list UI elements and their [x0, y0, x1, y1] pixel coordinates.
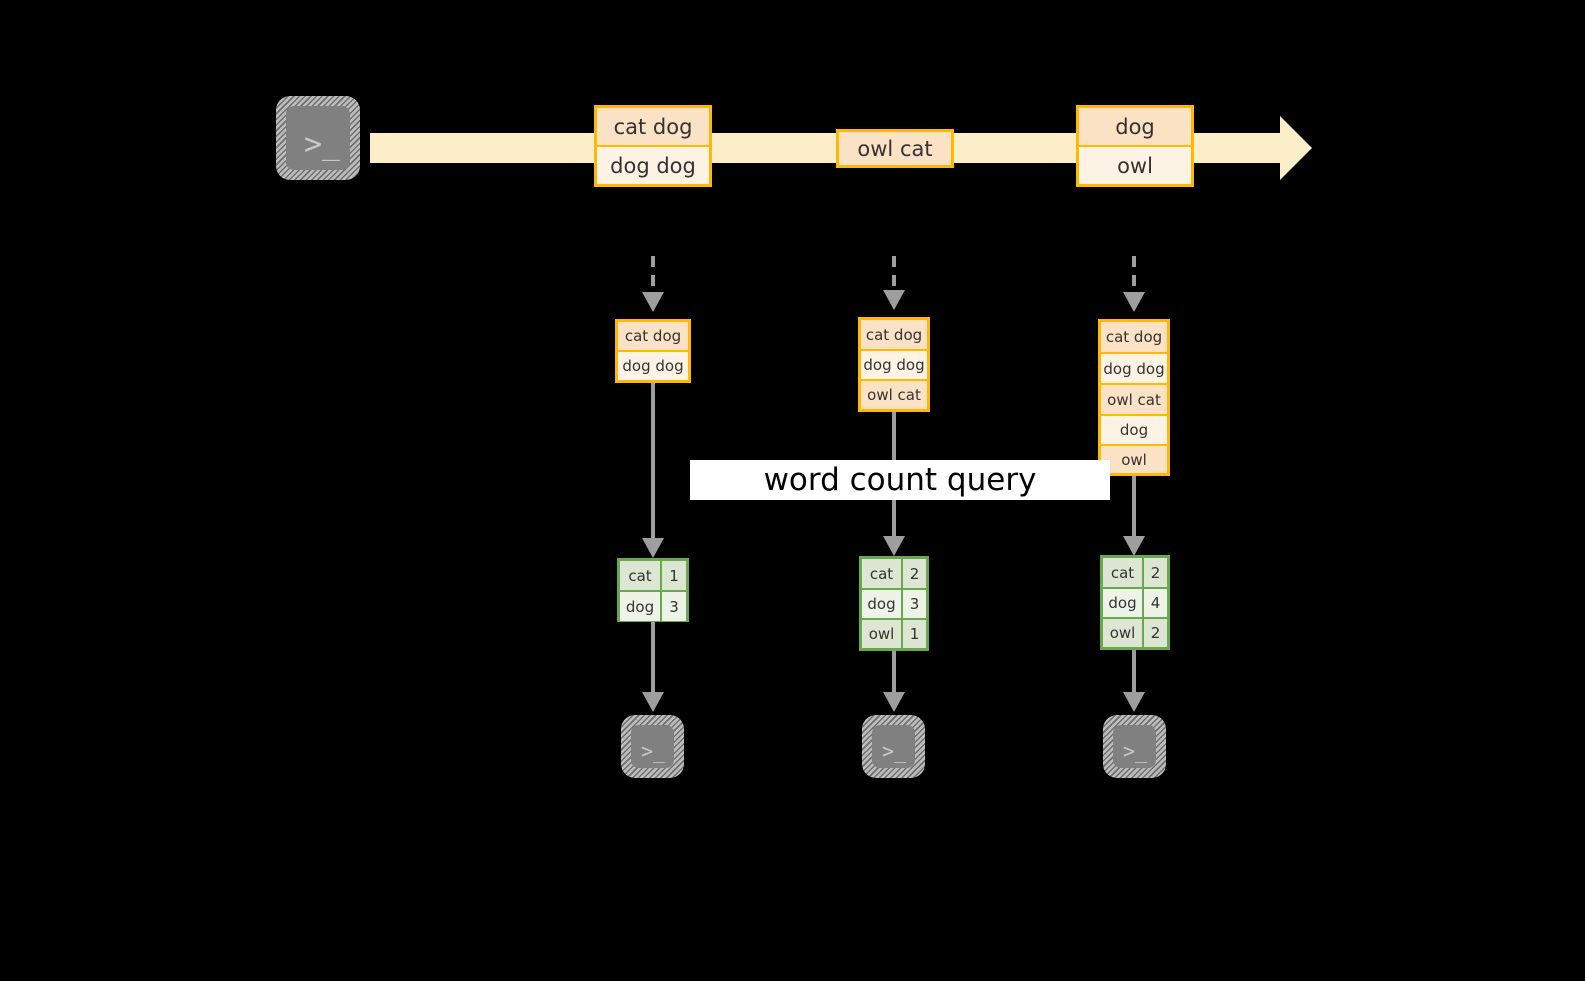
table-row: dog 3 — [862, 590, 926, 620]
arrow-down-icon — [642, 538, 664, 558]
arrow-down-icon — [883, 692, 905, 712]
stream-message-line: dog — [1079, 108, 1191, 147]
arrow-down-icon — [642, 692, 664, 712]
stream-to-state-connector — [1132, 256, 1136, 294]
arrow-down-icon — [1123, 692, 1145, 712]
word-count-result-table: cat 1 dog 3 — [617, 558, 689, 622]
table-cell-word: cat — [620, 561, 662, 590]
query-label: word count query — [690, 460, 1110, 500]
stream-message-line: owl cat — [839, 132, 951, 165]
table-cell-count: 1 — [662, 561, 686, 590]
terminal-prompt-glyph: >_ — [304, 127, 341, 162]
table-cell-word: dog — [620, 592, 662, 621]
terminal-body — [1113, 725, 1156, 768]
table-row: dog 4 — [1103, 589, 1167, 619]
state-buffer-line: dog dog — [861, 351, 927, 381]
state-buffer-line: cat dog — [861, 320, 927, 351]
dashed-arrow-down-icon — [1123, 292, 1145, 312]
result-to-consumer-connector — [1132, 650, 1136, 694]
state-buffer-line: dog dog — [618, 352, 688, 380]
dashed-arrow-down-icon — [642, 292, 664, 312]
consumer-terminal-icon: >_ — [621, 715, 684, 778]
terminal-prompt-glyph: >_ — [1123, 739, 1148, 763]
result-to-consumer-connector — [892, 651, 896, 694]
state-to-result-connector — [651, 383, 655, 540]
state-buffer-line: dog — [1101, 416, 1167, 446]
table-cell-word: owl — [1103, 619, 1144, 647]
terminal-prompt-glyph: >_ — [641, 739, 666, 763]
stream-message: owl cat — [836, 129, 954, 168]
stream-to-state-connector — [892, 256, 896, 294]
terminal-body — [631, 725, 674, 768]
state-to-result-connector — [1132, 476, 1136, 538]
arrow-down-icon — [1123, 536, 1145, 556]
consumer-terminal-icon: >_ — [862, 715, 925, 778]
terminal-body — [872, 725, 915, 768]
table-row: owl 2 — [1103, 619, 1167, 647]
table-cell-count: 1 — [903, 620, 926, 648]
table-cell-word: dog — [862, 590, 903, 618]
state-buffer-line: owl cat — [1101, 385, 1167, 416]
stream-message-line: cat dog — [597, 108, 709, 147]
state-buffer: cat dog dog dog owl cat — [858, 317, 930, 412]
table-cell-word: cat — [1103, 558, 1144, 587]
table-cell-count: 2 — [903, 559, 926, 588]
word-count-result-table: cat 2 dog 4 owl 2 — [1100, 555, 1170, 650]
table-cell-word: dog — [1103, 589, 1144, 617]
stream-message-line: dog dog — [597, 147, 709, 184]
state-buffer-line: dog dog — [1101, 354, 1167, 385]
table-cell-count: 2 — [1144, 619, 1167, 647]
arrow-right-icon — [1280, 116, 1312, 180]
stream-message: cat dog dog dog — [594, 105, 712, 187]
state-buffer-line: cat dog — [1101, 322, 1167, 354]
table-cell-word: cat — [862, 559, 903, 588]
state-buffer: cat dog dog dog — [615, 319, 691, 383]
table-cell-count: 2 — [1144, 558, 1167, 587]
table-cell-count: 3 — [903, 590, 926, 618]
arrow-down-icon — [883, 536, 905, 556]
stream-to-state-connector — [651, 256, 655, 294]
producer-terminal-icon: >_ — [276, 96, 360, 180]
word-count-result-table: cat 2 dog 3 owl 1 — [859, 556, 929, 651]
state-buffer: cat dog dog dog owl cat dog owl — [1098, 319, 1170, 476]
table-cell-word: owl — [862, 620, 903, 648]
table-row: cat 1 — [620, 561, 686, 592]
dashed-arrow-down-icon — [883, 290, 905, 310]
result-to-consumer-connector — [651, 622, 655, 694]
terminal-body — [286, 106, 350, 170]
consumer-terminal-icon: >_ — [1103, 715, 1166, 778]
state-buffer-line: owl cat — [861, 381, 927, 409]
table-cell-count: 4 — [1144, 589, 1167, 617]
table-row: owl 1 — [862, 620, 926, 648]
table-row: cat 2 — [862, 559, 926, 590]
table-row: dog 3 — [620, 592, 686, 621]
state-buffer-line: owl — [1101, 446, 1167, 473]
state-buffer-line: cat dog — [618, 322, 688, 352]
stream-message: dog owl — [1076, 105, 1194, 187]
table-cell-count: 3 — [662, 592, 686, 621]
table-row: cat 2 — [1103, 558, 1167, 589]
stream-message-line: owl — [1079, 147, 1191, 184]
terminal-prompt-glyph: >_ — [882, 739, 907, 763]
